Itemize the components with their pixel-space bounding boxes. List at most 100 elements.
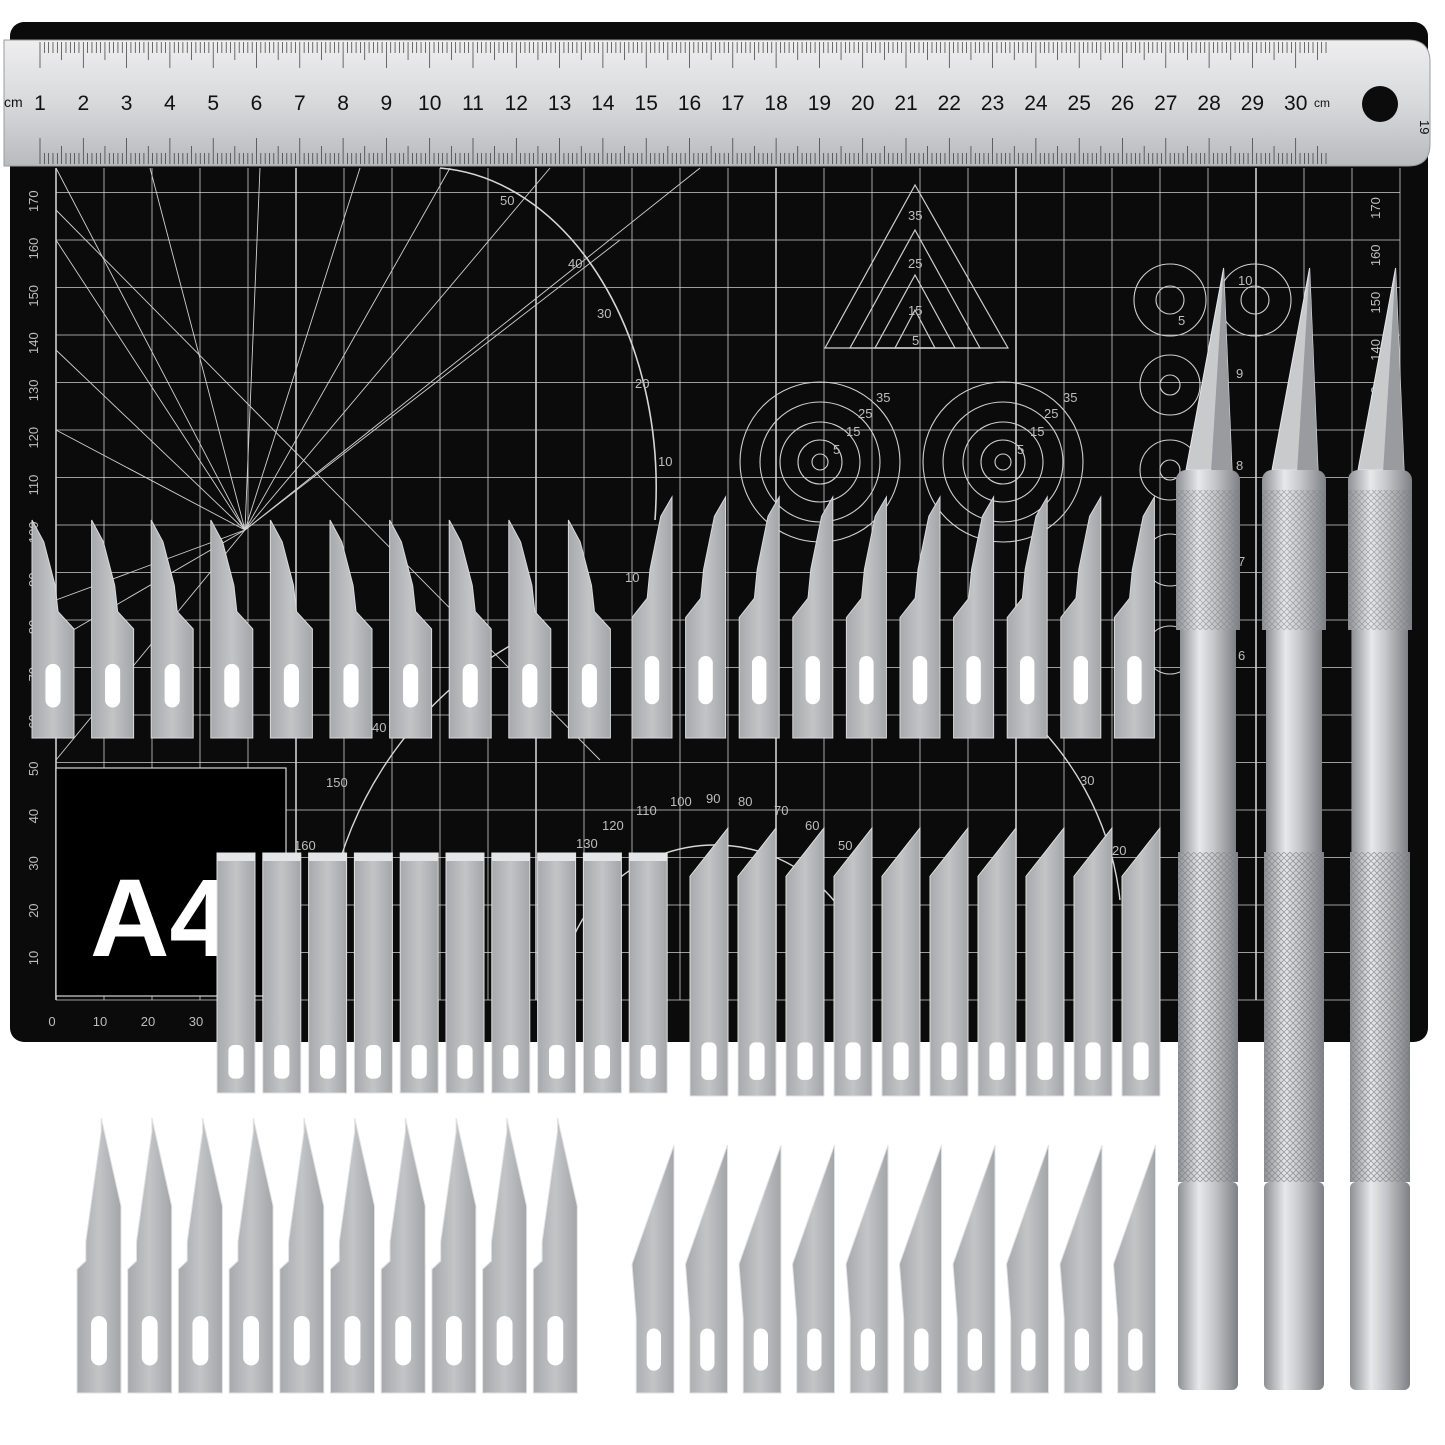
mat-right-scale-label: 160 bbox=[1368, 244, 1383, 266]
blade-slot bbox=[1073, 656, 1088, 705]
craft-blade bbox=[898, 1144, 942, 1394]
craft-blade bbox=[330, 1117, 375, 1394]
handle-blade-bevel bbox=[1383, 268, 1404, 470]
mat-angle-line bbox=[55, 239, 246, 531]
mat-circle-label: 25 bbox=[858, 406, 872, 421]
ruler-number: 5 bbox=[207, 92, 219, 115]
blade-slot bbox=[749, 1042, 765, 1080]
mat-arc-label: 10 bbox=[625, 570, 639, 585]
craft-blade bbox=[952, 1144, 996, 1394]
craft-blade bbox=[791, 1144, 835, 1394]
ruler-number: 12 bbox=[505, 92, 528, 115]
ruler-number: 1 bbox=[34, 92, 46, 115]
craft-blade bbox=[210, 519, 254, 739]
blade-row-angled-small bbox=[631, 1144, 1156, 1394]
craft-blade bbox=[448, 519, 492, 739]
mat-bottom-scale-label: 0 bbox=[48, 1014, 55, 1029]
mat-protractor-label: 50 bbox=[838, 838, 852, 853]
mat-left-scale-label: 10 bbox=[26, 951, 41, 965]
craft-blade bbox=[1006, 495, 1048, 739]
blade-slot bbox=[141, 1316, 158, 1366]
blade-slot bbox=[224, 663, 240, 708]
craft-blade bbox=[833, 826, 873, 1097]
blade-slot bbox=[1133, 1042, 1149, 1080]
craft-blade bbox=[228, 1117, 274, 1394]
blade-slot bbox=[1074, 1328, 1089, 1371]
blade-slot bbox=[547, 1316, 564, 1366]
mat-arc-label: 20 bbox=[1112, 843, 1126, 858]
blade-slot bbox=[805, 656, 820, 705]
handle-chuck-knurl bbox=[1348, 490, 1412, 630]
blade-slot bbox=[274, 1045, 290, 1079]
ruler-number: 2 bbox=[77, 92, 89, 115]
knife-handle bbox=[1348, 267, 1412, 1390]
craft-blade bbox=[977, 826, 1017, 1097]
mat-arc-label: 150 bbox=[326, 775, 348, 790]
ruler-number: 21 bbox=[894, 92, 917, 115]
blade-slot bbox=[966, 656, 981, 705]
craft-blade bbox=[279, 1117, 325, 1394]
ruler-number: 22 bbox=[938, 92, 961, 115]
mat-angle-line bbox=[244, 167, 261, 531]
mat-protractor-label: 130 bbox=[576, 836, 598, 851]
mat-angle-line bbox=[244, 239, 621, 531]
blade-slot bbox=[860, 1328, 875, 1371]
mat-left-scale-label: 40 bbox=[26, 809, 41, 823]
mat-protractor-label: 110 bbox=[636, 803, 657, 818]
craft-blade bbox=[1113, 495, 1155, 739]
blade-slot bbox=[753, 1328, 768, 1371]
ruler-number: 11 bbox=[462, 92, 484, 115]
craft-blade bbox=[1073, 826, 1113, 1097]
mat-arc-label: 40 bbox=[372, 720, 386, 735]
craft-blade bbox=[738, 1144, 782, 1394]
craft-blade bbox=[785, 826, 825, 1097]
craft-blade bbox=[1059, 1144, 1103, 1394]
ruler-number: 26 bbox=[1111, 92, 1134, 115]
mat-right-scale-label: 150 bbox=[1368, 292, 1383, 314]
blade-slot bbox=[859, 656, 874, 705]
ruler-number: 29 bbox=[1241, 92, 1264, 115]
ruler-number: 20 bbox=[851, 92, 874, 115]
mat-protractor-label: 80 bbox=[738, 794, 752, 809]
blade-edge bbox=[491, 853, 530, 861]
handle-end bbox=[1350, 1182, 1410, 1390]
handle-end bbox=[1264, 1182, 1324, 1390]
blade-slot bbox=[845, 1042, 861, 1080]
mat-protractor-label: 60 bbox=[805, 818, 819, 833]
blade-slot bbox=[283, 663, 299, 708]
blade-slot bbox=[343, 663, 359, 708]
blade-slot bbox=[698, 656, 713, 705]
mat-angle-line bbox=[149, 167, 246, 531]
mat-triangle-label: 35 bbox=[908, 208, 922, 223]
craft-blade bbox=[150, 519, 194, 739]
blade-edge bbox=[400, 853, 439, 861]
ruler-number: 6 bbox=[251, 92, 263, 115]
blade-row-chisel-and-pointed bbox=[216, 826, 1161, 1097]
craft-blade bbox=[329, 519, 373, 739]
craft-blade bbox=[482, 1117, 528, 1394]
ruler-number: 28 bbox=[1197, 92, 1220, 115]
ruler-number: 18 bbox=[764, 92, 787, 115]
blade-slot bbox=[989, 1042, 1005, 1080]
blade-slot bbox=[445, 1316, 462, 1366]
blade-edge bbox=[537, 853, 576, 861]
blade-slot bbox=[164, 663, 180, 708]
ruler-number: 30 bbox=[1284, 92, 1307, 115]
ruler-number: 10 bbox=[418, 92, 441, 115]
mat-circle-guide bbox=[922, 381, 1084, 543]
mat-protractor-label: 90 bbox=[706, 791, 720, 806]
mat-left-scale-label: 130 bbox=[26, 380, 41, 402]
blade-slot bbox=[912, 656, 928, 705]
blade-slot bbox=[503, 1045, 519, 1079]
ruler-number: 19 bbox=[808, 92, 831, 115]
mat-angle-line bbox=[244, 167, 551, 531]
craft-blade bbox=[737, 826, 777, 1097]
craft-blade bbox=[845, 1144, 889, 1394]
knife-handle bbox=[1262, 267, 1326, 1390]
blade-edge bbox=[308, 853, 347, 861]
blade-slot bbox=[457, 1045, 473, 1079]
mat-angle-line bbox=[55, 167, 246, 531]
blade-slot bbox=[105, 663, 121, 708]
blade-edge bbox=[629, 853, 668, 861]
